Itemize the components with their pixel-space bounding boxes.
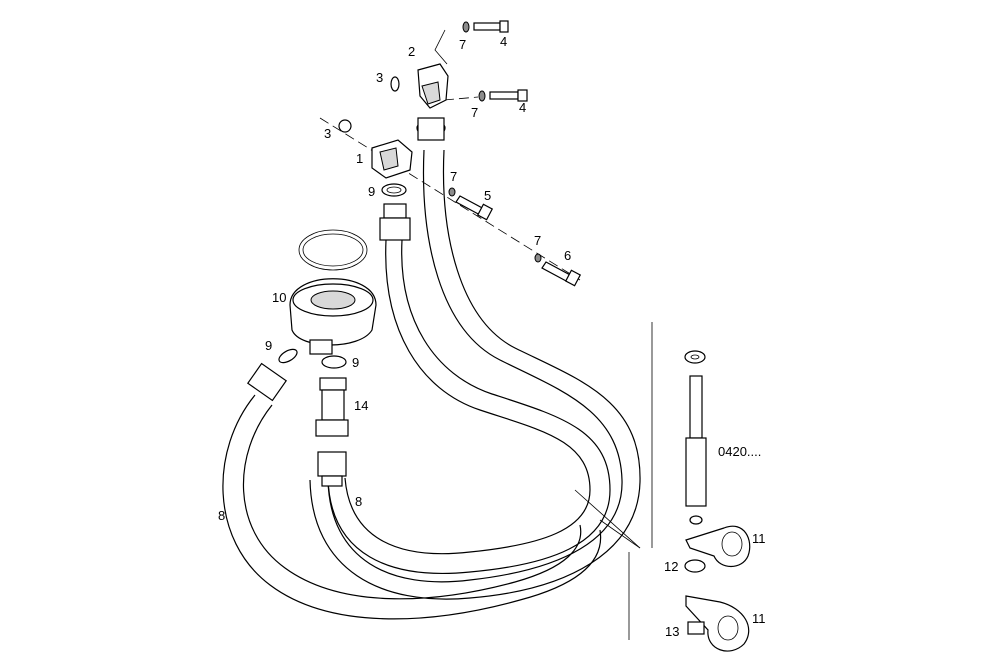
callout-4-upper: 4 bbox=[500, 34, 507, 49]
callout-3-upper: 3 bbox=[376, 70, 383, 85]
centerline-1 bbox=[319, 117, 581, 281]
ref-code: 0420.... bbox=[718, 444, 761, 459]
washer-9-left bbox=[278, 348, 298, 364]
spacer bbox=[685, 437, 707, 507]
bolt-6 bbox=[534, 253, 582, 287]
callout-6: 6 bbox=[564, 248, 571, 263]
stud bbox=[689, 375, 703, 439]
washer-12 bbox=[684, 559, 706, 573]
callout-9-right: 9 bbox=[352, 355, 359, 370]
callout-9-top: 9 bbox=[368, 184, 375, 199]
adapter-14 bbox=[315, 377, 349, 437]
clamp-11-lower bbox=[685, 595, 750, 652]
bolt-5 bbox=[448, 187, 494, 221]
union-block-upper bbox=[416, 63, 449, 141]
ref-leader-2 bbox=[599, 519, 641, 549]
callout-11-lower: 11 bbox=[752, 611, 766, 626]
hose-fitting-lower bbox=[317, 451, 347, 487]
hose-fitting-left bbox=[246, 362, 288, 402]
callouts: 1 2 3 3 4 4 5 6 7 7 7 7 8 8 9 9 9 10 11 … bbox=[218, 34, 766, 639]
centerline-2 bbox=[443, 96, 479, 101]
clamp-11-upper bbox=[685, 525, 751, 568]
bolt-4-lower bbox=[478, 89, 528, 102]
callout-14: 14 bbox=[354, 398, 368, 413]
callout-10: 10 bbox=[272, 290, 286, 305]
washer-9-right bbox=[321, 355, 347, 369]
filter-head bbox=[289, 229, 377, 355]
callout-12: 12 bbox=[664, 559, 678, 574]
ref-leader-1 bbox=[574, 489, 641, 549]
callout-7-d: 7 bbox=[534, 233, 541, 248]
callout-7-c: 7 bbox=[450, 169, 457, 184]
callout-7-a: 7 bbox=[459, 37, 466, 52]
union-block-lower bbox=[371, 139, 413, 179]
o-ring bbox=[298, 229, 368, 271]
hose-fitting-upper bbox=[379, 203, 411, 241]
nut-13 bbox=[687, 621, 705, 635]
callout-8-right: 8 bbox=[355, 494, 362, 509]
callout-9-left: 9 bbox=[265, 338, 272, 353]
callout-7-b: 7 bbox=[471, 105, 478, 120]
callout-5: 5 bbox=[484, 188, 491, 203]
bolt-4-upper bbox=[462, 20, 509, 33]
washer-3-lower bbox=[338, 119, 352, 133]
callout-4-lower: 4 bbox=[519, 100, 526, 115]
callout-13: 13 bbox=[665, 624, 679, 639]
callout-8-left: 8 bbox=[218, 508, 225, 523]
callout-2: 2 bbox=[408, 44, 415, 59]
callout-3-lower: 3 bbox=[324, 126, 331, 141]
washer-9-upper bbox=[381, 183, 407, 197]
hose-assembly bbox=[222, 149, 641, 620]
callout-11-upper: 11 bbox=[752, 531, 766, 546]
clamp-assembly bbox=[684, 350, 751, 652]
washer-top bbox=[684, 350, 706, 364]
bolt-leader bbox=[434, 29, 448, 65]
washer-3-upper bbox=[390, 76, 400, 92]
callout-1: 1 bbox=[356, 151, 363, 166]
